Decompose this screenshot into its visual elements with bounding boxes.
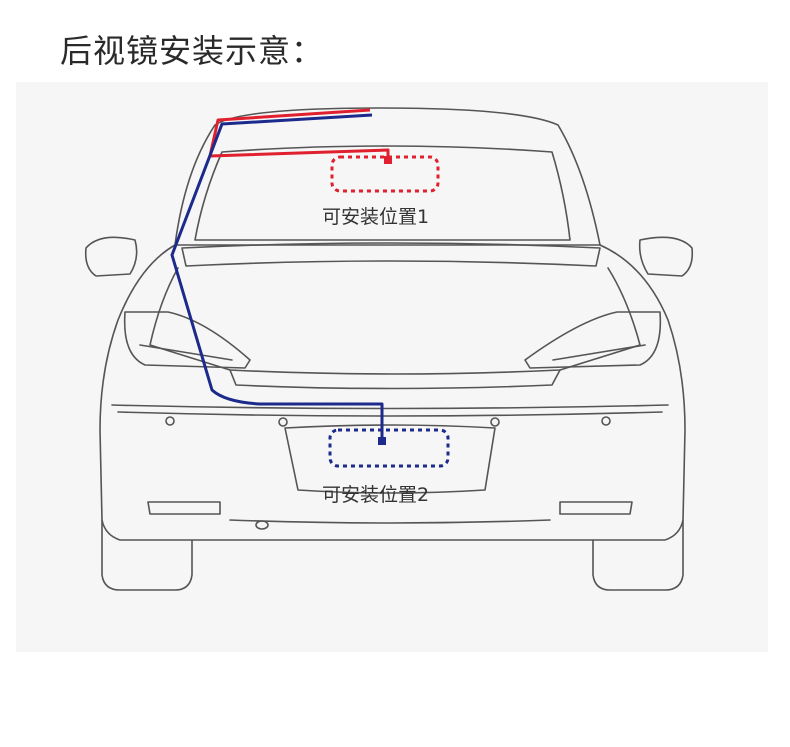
body-outline xyxy=(99,244,686,541)
plate-recess xyxy=(284,424,496,494)
tail-light-left xyxy=(123,311,251,369)
page-title: 后视镜安装示意： xyxy=(60,32,325,70)
install-position-1-label: 可安装位置1 xyxy=(322,206,430,228)
exhaust xyxy=(255,520,269,530)
install-position-2-label: 可安装位置2 xyxy=(322,484,430,506)
trunk-lid xyxy=(149,267,641,375)
wheel-right xyxy=(592,519,684,591)
cabin-outline xyxy=(174,107,601,246)
tail-light-right xyxy=(524,311,662,369)
parking-sensor xyxy=(601,416,611,426)
install-zone-2 xyxy=(328,428,450,468)
red-wire xyxy=(208,108,390,160)
mirror-left xyxy=(84,236,138,277)
bumper-line xyxy=(111,404,669,410)
reflector-right xyxy=(559,501,633,515)
install-zone-1 xyxy=(330,155,440,193)
parking-sensor xyxy=(278,417,288,427)
wire-end-1 xyxy=(384,156,392,164)
wheel-left xyxy=(101,519,193,591)
parking-sensor xyxy=(490,417,500,427)
mirror-right xyxy=(638,236,694,277)
reflector-left xyxy=(147,501,221,515)
blue-wire xyxy=(170,113,384,440)
rear-window xyxy=(194,145,571,241)
diagram-background xyxy=(16,82,768,652)
parking-sensor xyxy=(165,416,175,426)
trunk-spoiler xyxy=(181,242,601,267)
wire-end-2 xyxy=(378,437,386,445)
